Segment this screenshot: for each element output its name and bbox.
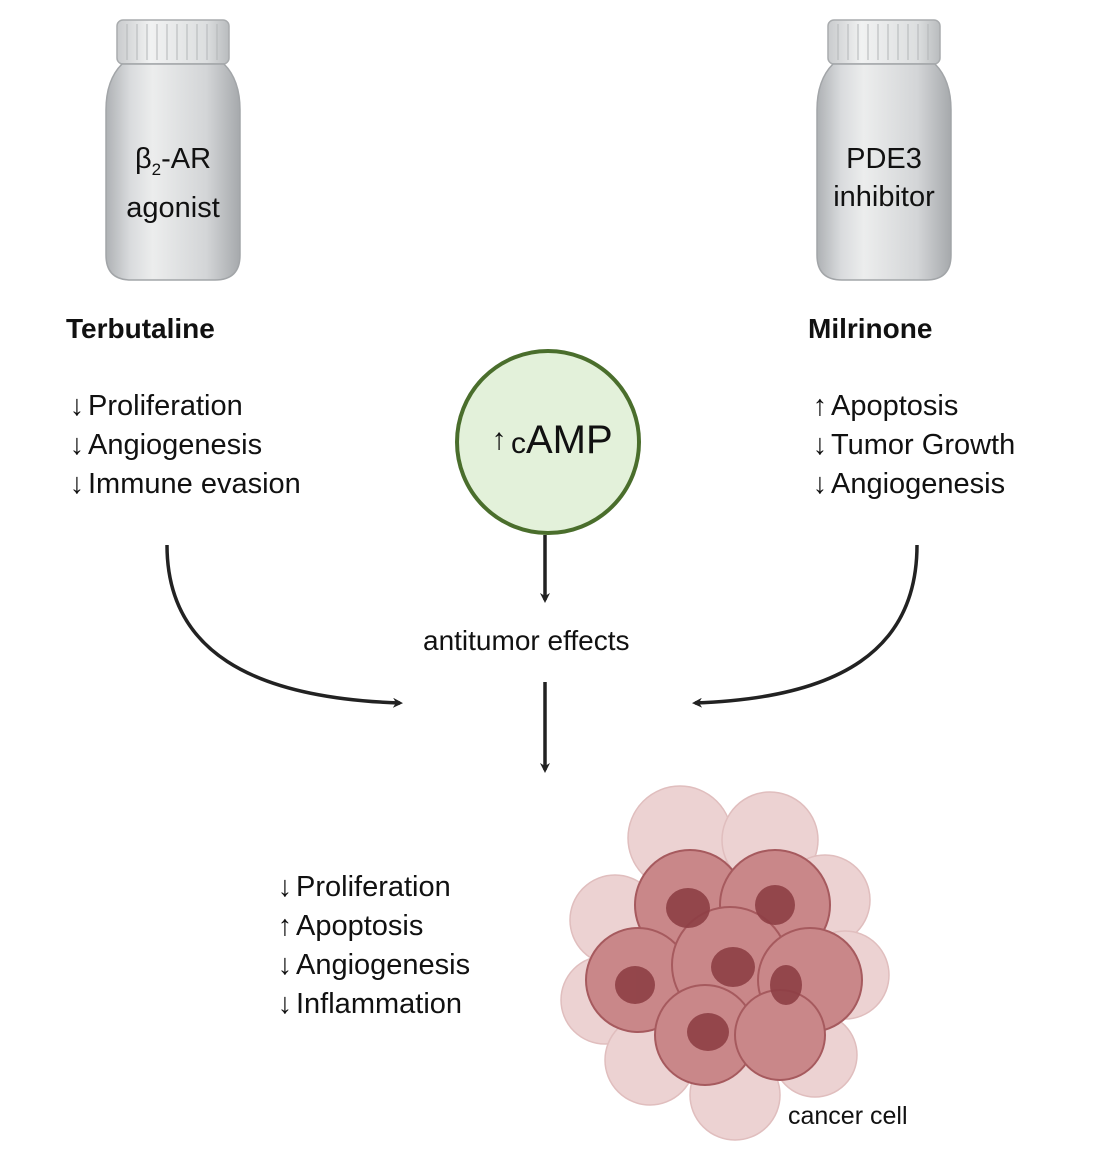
- bottom-effect-item: ↓Inflammation: [277, 988, 463, 1020]
- right-effect-item: ↓Tumor Growth: [812, 429, 1016, 461]
- bottom-effect-item: ↓Proliferation: [277, 871, 451, 903]
- right-drug-name: Milrinone: [808, 313, 933, 344]
- left-bottle-icon: [105, 19, 241, 281]
- left-effect-item: ↓Immune evasion: [69, 468, 301, 500]
- right-bottle-label: PDE3 inhibitor: [817, 140, 951, 216]
- right-bottle-icon: [816, 19, 952, 281]
- cancer-cell-label: cancer cell: [788, 1102, 908, 1130]
- beta-rest: -AR: [161, 143, 212, 175]
- cancer-cell-cluster-icon: [560, 785, 890, 1141]
- right-bottle-line1: PDE3: [846, 143, 922, 175]
- left-bottle-line2: agonist: [126, 191, 220, 224]
- left-effects-list: ↓Proliferation ↓Angiogenesis ↓Immune eva…: [66, 387, 301, 504]
- right-bottle-line2: inhibitor: [833, 181, 935, 213]
- left-drug-name: Terbutaline: [66, 313, 215, 344]
- beta-symbol: β: [134, 143, 152, 175]
- camp-label: ↑cAMP: [487, 418, 613, 463]
- right-curved-arrow: [692, 544, 919, 708]
- bottom-effect-item: ↓Angiogenesis: [277, 949, 471, 981]
- left-effect-item: ↓Angiogenesis: [69, 429, 263, 461]
- left-curved-arrow: [165, 544, 403, 708]
- camp-text: AMP: [526, 418, 613, 462]
- left-effect-item: ↓Proliferation: [69, 390, 243, 422]
- camp-circle: [455, 349, 641, 535]
- right-effects-list: ↑Apoptosis ↓Tumor Growth ↓Angiogenesis: [809, 387, 1016, 504]
- beta-subscript: 2: [151, 159, 162, 179]
- right-effect-item: ↑Apoptosis: [812, 390, 959, 422]
- camp-c: c: [511, 427, 526, 460]
- left-bottle-label: β2-AR agonist: [106, 140, 240, 227]
- right-effect-item: ↓Angiogenesis: [812, 468, 1006, 500]
- bottom-effect-item: ↑Apoptosis: [277, 910, 424, 942]
- bottom-effects-list: ↓Proliferation ↑Apoptosis ↓Angiogenesis …: [274, 868, 470, 1024]
- camp-up-arrow: ↑: [491, 423, 507, 456]
- antitumor-effects-label: antitumor effects: [423, 625, 630, 656]
